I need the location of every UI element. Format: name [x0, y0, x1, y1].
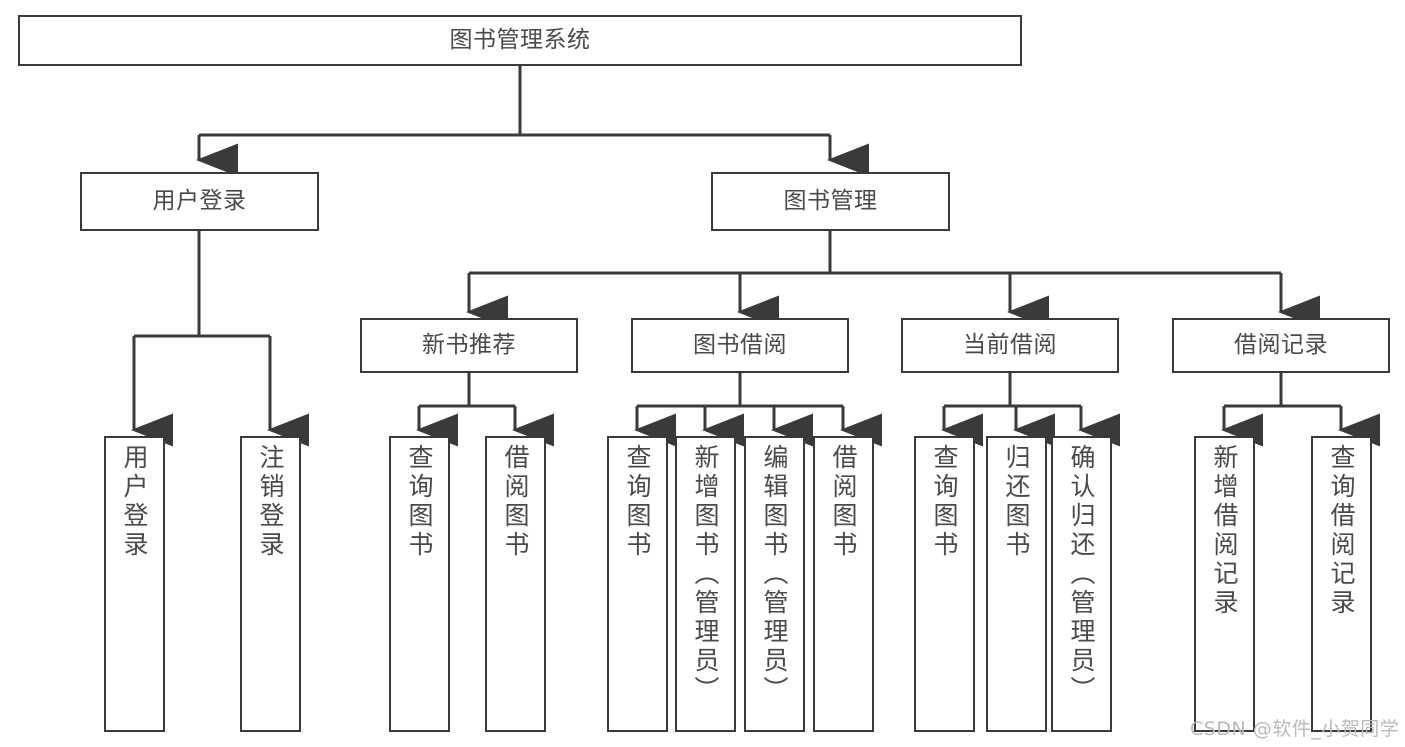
- node-book-manage-label: 图书管理: [783, 187, 878, 214]
- node-leaf-query-borrow-record[interactable]: 查询借阅记录: [1311, 436, 1372, 732]
- node-leaf-add-borrow-record[interactable]: 新增借阅记录: [1194, 436, 1255, 732]
- node-leaf-borrow-book-2-label: 借阅图书: [829, 444, 858, 560]
- node-current-borrow-label: 当前借阅: [963, 331, 1057, 358]
- node-current-borrow[interactable]: 当前借阅: [901, 318, 1119, 373]
- node-leaf-query-book-1[interactable]: 查询图书: [389, 436, 450, 732]
- node-leaf-borrow-book-1-label: 借阅图书: [501, 444, 530, 560]
- node-new-book-recommend-label: 新书推荐: [422, 331, 516, 358]
- node-borrow-record-label: 借阅记录: [1234, 331, 1328, 358]
- node-user-login-label: 用户登录: [152, 187, 247, 214]
- node-leaf-add-book[interactable]: 新增图书（管理员）: [675, 436, 736, 732]
- node-leaf-query-book-2-label: 查询图书: [623, 444, 652, 560]
- node-leaf-edit-book[interactable]: 编辑图书（管理员）: [744, 436, 805, 732]
- node-leaf-confirm-return-label: 确认归还（管理员）: [1067, 444, 1096, 705]
- node-leaf-logout-login[interactable]: 注销登录: [240, 436, 301, 732]
- node-leaf-borrow-book-1[interactable]: 借阅图书: [485, 436, 546, 732]
- node-leaf-logout-login-label: 注销登录: [256, 444, 285, 560]
- node-root[interactable]: 图书管理系统: [18, 15, 1022, 66]
- node-leaf-query-book-2[interactable]: 查询图书: [607, 436, 668, 732]
- node-leaf-borrow-book-2[interactable]: 借阅图书: [813, 436, 874, 732]
- node-leaf-query-book-1-label: 查询图书: [405, 444, 434, 560]
- node-leaf-user-login[interactable]: 用户登录: [104, 436, 165, 732]
- node-user-login[interactable]: 用户登录: [80, 172, 319, 231]
- node-leaf-query-book-3-label: 查询图书: [930, 444, 959, 560]
- node-leaf-return-book-label: 归还图书: [1002, 444, 1031, 560]
- node-root-label: 图书管理系统: [449, 26, 591, 53]
- node-leaf-query-borrow-record-label: 查询借阅记录: [1327, 444, 1356, 618]
- node-book-manage[interactable]: 图书管理: [711, 172, 950, 231]
- csdn-watermark: CSDN @软件_小贺同学: [1190, 718, 1400, 740]
- node-leaf-add-borrow-record-label: 新增借阅记录: [1210, 444, 1239, 618]
- node-book-borrow[interactable]: 图书借阅: [631, 318, 849, 373]
- node-leaf-confirm-return[interactable]: 确认归还（管理员）: [1051, 436, 1112, 732]
- node-borrow-record[interactable]: 借阅记录: [1172, 318, 1390, 373]
- node-new-book-recommend[interactable]: 新书推荐: [360, 318, 578, 373]
- node-book-borrow-label: 图书借阅: [693, 331, 787, 358]
- node-leaf-edit-book-label: 编辑图书（管理员）: [760, 444, 789, 705]
- node-leaf-return-book[interactable]: 归还图书: [986, 436, 1047, 732]
- node-leaf-add-book-label: 新增图书（管理员）: [691, 444, 720, 705]
- node-leaf-user-login-label: 用户登录: [120, 444, 149, 560]
- node-leaf-query-book-3[interactable]: 查询图书: [914, 436, 975, 732]
